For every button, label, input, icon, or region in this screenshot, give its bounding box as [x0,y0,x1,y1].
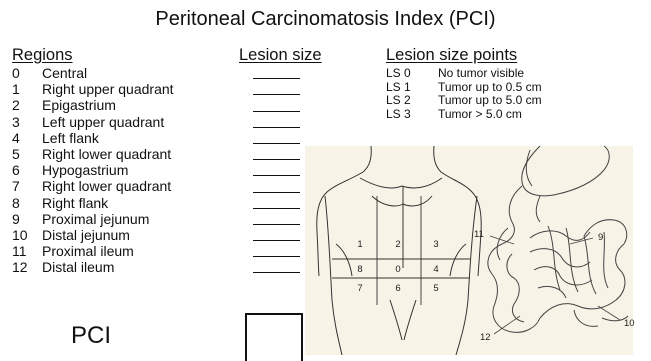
intestine-label-11: 11 [474,229,484,240]
grid-cell-2: 2 [395,239,400,250]
grid-cell-6: 6 [395,283,400,294]
grid-cell-0: 0 [395,264,400,275]
torso-outline [317,146,481,355]
intestine-label-12: 12 [480,332,491,343]
pci-total-box[interactable] [245,313,303,361]
intestine-label-9: 9 [598,232,603,243]
grid-cell-1: 1 [357,239,362,250]
pci-total-label: PCI [71,322,111,350]
grid-cell-7: 7 [357,283,362,294]
grid-cell-5: 5 [433,283,438,294]
intestine-illustration [488,146,628,332]
pci-grid-numbers: 1 2 3 8 0 4 7 6 5 [357,239,438,294]
pci-grid-lines [332,196,470,305]
grid-cell-4: 4 [433,264,438,275]
intestine-label-10: 10 [624,318,635,329]
grid-cell-3: 3 [433,239,438,250]
grid-cell-8: 8 [357,264,362,275]
